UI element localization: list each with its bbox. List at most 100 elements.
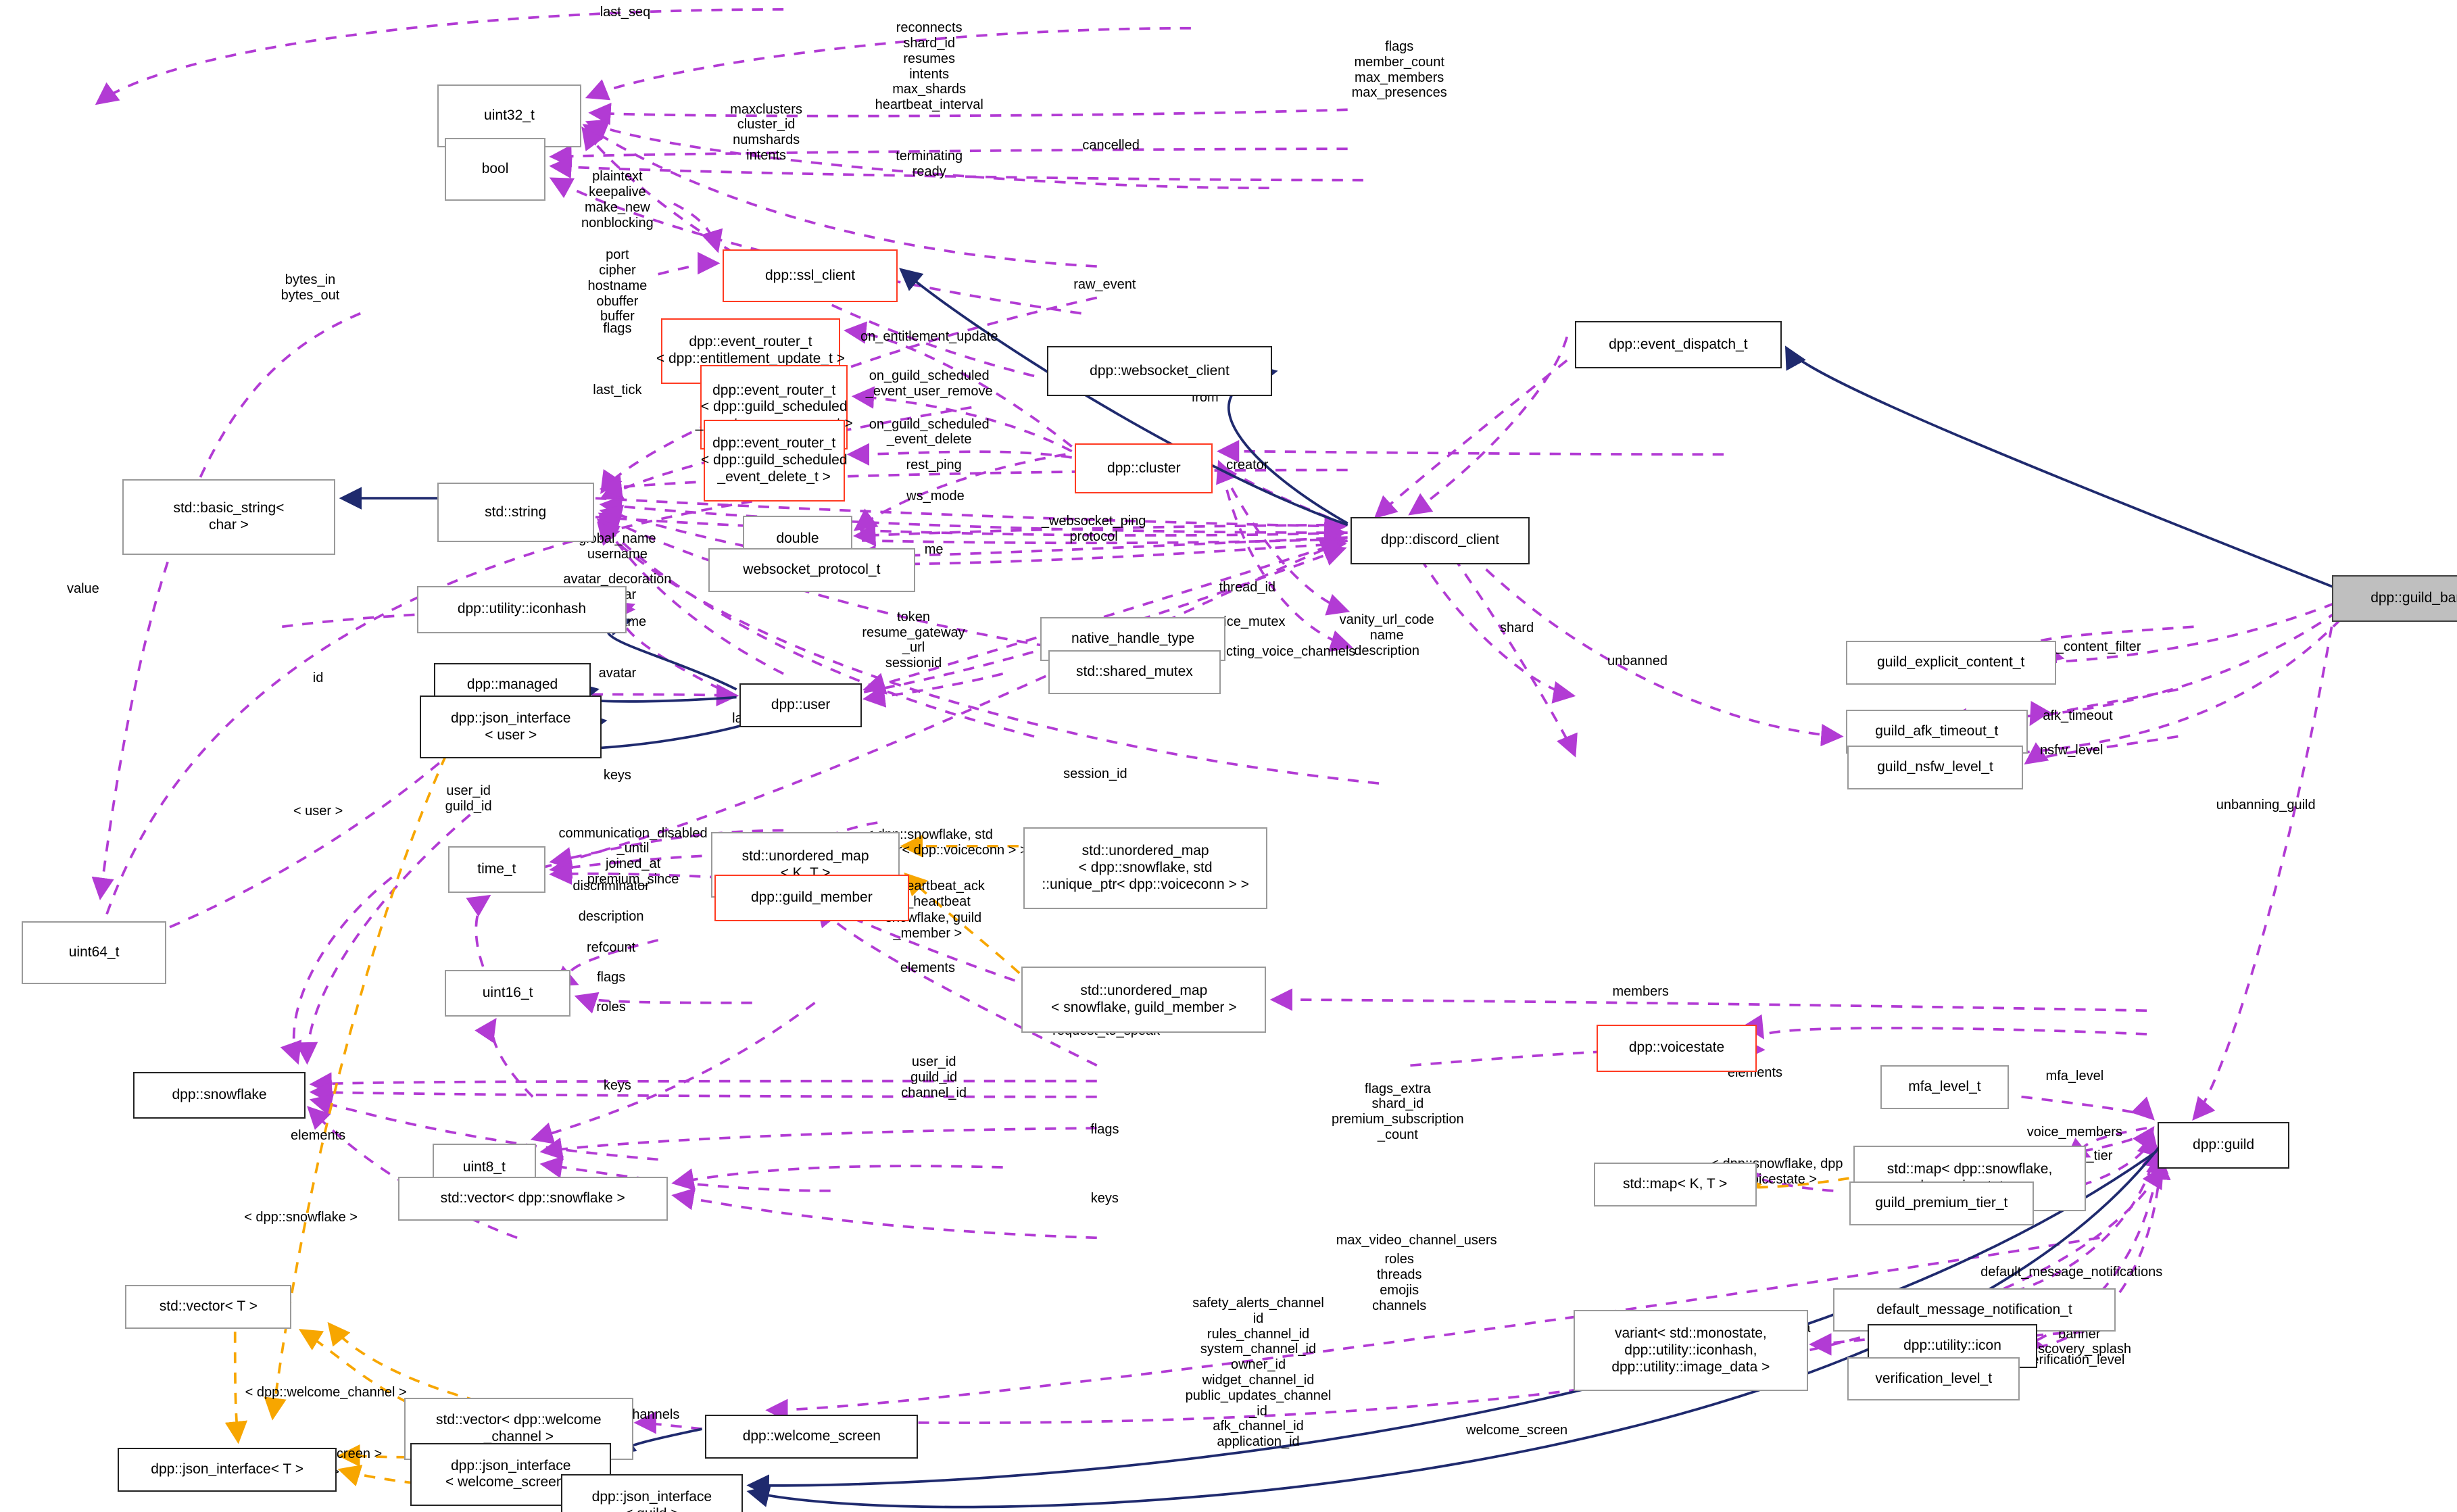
edge-label: user_id guild_id: [445, 783, 492, 814]
edge-label: communication_disabled _until joined_at …: [558, 825, 708, 887]
node-vector_snowflake[interactable]: std::vector< dpp::snowflake >: [397, 1176, 668, 1221]
edge-label: flags_extra shard_id premium_subscriptio…: [1332, 1081, 1464, 1142]
node-basic_string[interactable]: std::basic_string< char >: [122, 479, 336, 555]
node-label: dpp::cluster: [1107, 460, 1181, 476]
edge-label: reconnects shard_id resumes intents max_…: [875, 20, 983, 113]
node-label: dpp::json_interface< T >: [151, 1461, 303, 1478]
edge-label: keys: [1090, 1190, 1119, 1206]
node-guild[interactable]: dpp::guild: [2158, 1121, 2289, 1169]
node-label: uint16_t: [482, 985, 533, 1001]
edge-label: default_message_notifications: [1980, 1264, 2163, 1279]
edge-label: nsfw_level: [2040, 742, 2103, 758]
edge-label: flags member_count max_members max_prese…: [1351, 39, 1447, 101]
node-ssl_client[interactable]: dpp::ssl_client: [722, 249, 898, 303]
edge-label: id: [312, 670, 324, 686]
node-unordered_map_gm[interactable]: std::unordered_map < snowflake, guild_me…: [1021, 967, 1267, 1033]
edge-label: safety_alerts_channel id rules_channel_i…: [1185, 1296, 1332, 1450]
node-label: dpp::guild: [2193, 1137, 2255, 1153]
node-json_if_guild[interactable]: dpp::json_interface < guild >: [560, 1474, 743, 1512]
node-label: time_t: [477, 861, 516, 877]
node-label: dpp::guild_member: [750, 889, 873, 905]
edge-label: _websocket_ping protocol: [1041, 514, 1146, 545]
node-guild_explicit_content_t[interactable]: guild_explicit_content_t: [1845, 641, 2056, 685]
node-label: native_handle_type: [1071, 631, 1195, 647]
node-cluster[interactable]: dpp::cluster: [1075, 443, 1213, 494]
edge-label: roles threads emojis channels: [1372, 1252, 1427, 1313]
edge-label: roles: [596, 999, 626, 1015]
edge-label: on_entitlement_update: [860, 328, 998, 344]
node-label: guild_explicit_content_t: [1877, 654, 2025, 670]
node-map_KT[interactable]: std::map< K, T >: [1593, 1163, 1757, 1206]
edge-label: avatar: [598, 666, 637, 681]
node-verification_level_t[interactable]: verification_level_t: [1847, 1357, 2020, 1401]
node-label: uint8_t: [462, 1159, 506, 1175]
node-shared_mutex[interactable]: std::shared_mutex: [1048, 650, 1221, 694]
edge-label: vanity_url_code name description: [1339, 612, 1434, 658]
node-time_t[interactable]: time_t: [448, 846, 545, 894]
edge-label: shard: [1500, 620, 1534, 635]
edge-label: creator: [1226, 457, 1269, 472]
node-label: dpp::event_router_t < dpp::entitlement_u…: [656, 334, 845, 367]
node-label: uint32_t: [484, 107, 535, 124]
node-label: std::vector< dpp::snowflake >: [440, 1190, 625, 1206]
edge-label: members: [1612, 983, 1669, 999]
edge-label: verification_level: [2024, 1352, 2125, 1367]
node-label: guild_afk_timeout_t: [1875, 723, 1999, 739]
node-guild_ban_remove_t[interactable]: dpp::guild_ban_remove_t: [2331, 575, 2457, 623]
edge-label: ws_mode: [906, 489, 965, 504]
edge-label: max_video_channel_users: [1336, 1233, 1497, 1248]
node-voicestate[interactable]: dpp::voicestate: [1597, 1025, 1757, 1072]
node-std_string[interactable]: std::string: [437, 482, 594, 543]
edge-label: voice_members: [2026, 1125, 2122, 1140]
node-discord_client[interactable]: dpp::discord_client: [1351, 516, 1530, 564]
edge-label: port cipher hostname obuffer buffer: [587, 247, 648, 324]
node-label: std::map< K, T >: [1622, 1176, 1728, 1192]
edge-label: flags: [603, 321, 632, 337]
node-user[interactable]: dpp::user: [739, 683, 862, 727]
node-uint16_t[interactable]: uint16_t: [445, 969, 570, 1017]
node-label: std::vector< dpp::welcome _channel >: [436, 1412, 602, 1445]
node-label: double: [776, 531, 819, 547]
node-uint64_t[interactable]: uint64_t: [22, 921, 166, 984]
node-websocket_client[interactable]: dpp::websocket_client: [1046, 346, 1273, 397]
node-guild_member[interactable]: dpp::guild_member: [714, 874, 909, 922]
node-welcome_screen[interactable]: dpp::welcome_screen: [705, 1415, 919, 1459]
edge-label: token resume_gateway _url sessionid: [862, 609, 965, 671]
node-label: guild_premium_tier_t: [1875, 1194, 2008, 1211]
node-label: dpp::voicestate: [1628, 1040, 1725, 1056]
node-label: dpp::json_interface < guild >: [591, 1488, 712, 1512]
node-guild_premium_tier_t[interactable]: guild_premium_tier_t: [1849, 1181, 2035, 1225]
node-iconhash[interactable]: dpp::utility::iconhash: [416, 585, 627, 633]
edge-label: keys: [603, 1077, 631, 1093]
node-label: guild_nsfw_level_t: [1877, 759, 1993, 775]
edge-label: < dpp::welcome_channel >: [245, 1385, 407, 1400]
node-event_dispatch_t[interactable]: dpp::event_dispatch_t: [1574, 321, 1782, 368]
edge-label: bytes_in bytes_out: [281, 272, 340, 303]
edge-label: < user >: [293, 804, 343, 819]
node-snowflake[interactable]: dpp::snowflake: [133, 1071, 306, 1119]
node-label: verification_level_t: [1875, 1370, 1993, 1386]
edge-label: refcount: [586, 940, 636, 955]
node-evr_gs_delete[interactable]: dpp::event_router_t < dpp::guild_schedul…: [701, 420, 848, 502]
edge-label: on_guild_scheduled _event_delete: [869, 416, 990, 447]
node-label: std::unordered_map < snowflake, guild_me…: [1051, 983, 1237, 1015]
edge-label: rest_ping: [906, 457, 962, 472]
node-websocket_protocol_t[interactable]: websocket_protocol_t: [708, 548, 915, 593]
node-label: dpp::json_interface < user >: [451, 710, 571, 743]
edge-label: elements: [900, 960, 955, 976]
node-label: mfa_level_t: [1908, 1079, 1981, 1095]
node-label: websocket_protocol_t: [743, 562, 881, 578]
node-vector_T[interactable]: std::vector< T >: [125, 1284, 292, 1329]
node-label: bool: [481, 160, 509, 176]
node-bool[interactable]: bool: [445, 137, 545, 201]
node-unordered_map_voiceconn[interactable]: std::unordered_map < dpp::snowflake, std…: [1023, 827, 1268, 909]
node-variant_icon[interactable]: variant< std::monostate, dpp::utility::i…: [1573, 1309, 1809, 1392]
edge-label: keys: [603, 767, 631, 783]
edge-label: welcome_screen: [1466, 1422, 1568, 1438]
node-guild_nsfw_level_t[interactable]: guild_nsfw_level_t: [1847, 746, 2023, 790]
node-json_if_T[interactable]: dpp::json_interface< T >: [117, 1447, 337, 1492]
node-label: dpp::utility::iconhash: [457, 601, 587, 617]
node-json_if_user[interactable]: dpp::json_interface < user >: [420, 696, 602, 758]
node-mfa_level_t[interactable]: mfa_level_t: [1880, 1065, 2009, 1110]
